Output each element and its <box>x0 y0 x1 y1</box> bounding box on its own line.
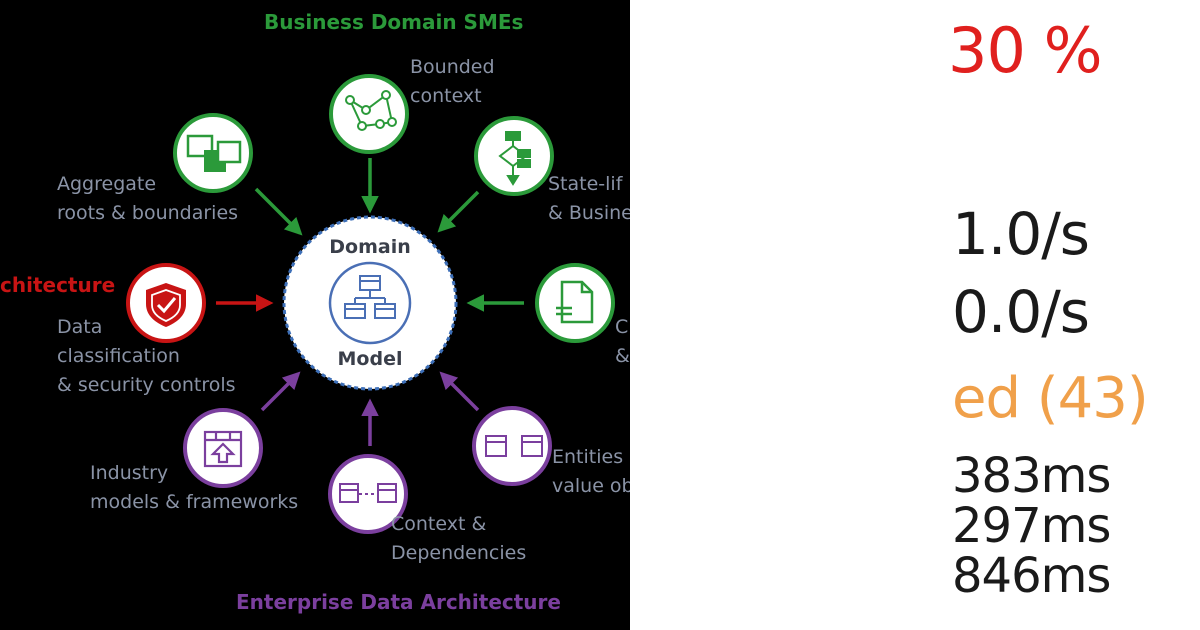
graph-icon <box>345 90 397 131</box>
rate-value-2: 0.0/s <box>952 278 1090 346</box>
arrow-state-lifecycle <box>437 190 480 233</box>
metrics-panel: 30 % 1.0/s 0.0/s ed (43) 383ms 297ms 846… <box>630 0 1200 630</box>
latency-value-1: 383ms <box>952 448 1111 504</box>
aggregate-roots-node <box>173 113 253 193</box>
commands-events-node <box>535 263 615 343</box>
linked-boxes-icon <box>339 483 397 503</box>
state-lifecycle-node <box>474 116 554 196</box>
commands-events-label: C & <box>615 316 630 367</box>
data-classification-label: Data classification & security controls <box>57 316 236 396</box>
bounded-context-node <box>329 74 409 154</box>
entities-node <box>472 406 552 486</box>
industry-models-node <box>183 408 263 488</box>
arrow-industry-models <box>260 371 301 412</box>
top-title: Business Domain SMEs <box>264 10 524 34</box>
hierarchy-icon <box>344 275 396 319</box>
document-icon <box>556 280 594 324</box>
model-label: Model <box>337 348 403 370</box>
left-title: chitecture <box>0 273 116 297</box>
bottom-title: Enterprise Data Architecture <box>236 590 561 614</box>
diagram-canvas <box>126 74 615 534</box>
bounded-context-label: Bounded context <box>410 56 495 107</box>
package-upload-icon <box>203 430 243 468</box>
latency-value-2: 297ms <box>952 498 1111 554</box>
boundaries-icon <box>186 134 242 172</box>
percent-value: 30 % <box>948 14 1103 87</box>
status-value: ed (43) <box>952 366 1149 431</box>
object-boxes-icon <box>485 435 543 457</box>
shield-icon <box>146 283 186 327</box>
entities-label: Entities value obj <box>552 446 630 497</box>
context-dependencies-node <box>328 454 408 534</box>
context-dependencies-label: Context & Dependencies <box>391 513 527 564</box>
flowchart-icon <box>498 131 531 186</box>
domain-label: Domain <box>329 236 411 258</box>
state-lifecycle-label: State-lif & Busine <box>548 173 630 224</box>
latency-value-3: 846ms <box>952 548 1111 604</box>
domain-model-node <box>282 215 458 391</box>
domain-model-diagram: Business Domain SMEs Enterprise Data Arc… <box>0 0 630 630</box>
aggregate-roots-label: Aggregate roots & boundaries <box>57 173 239 224</box>
rate-value-1: 1.0/s <box>952 200 1090 268</box>
arrow-entities <box>439 371 480 412</box>
arrow-aggregate-roots <box>254 187 303 236</box>
data-classification-node <box>126 263 206 343</box>
industry-models-label: Industry models & frameworks <box>90 462 299 513</box>
